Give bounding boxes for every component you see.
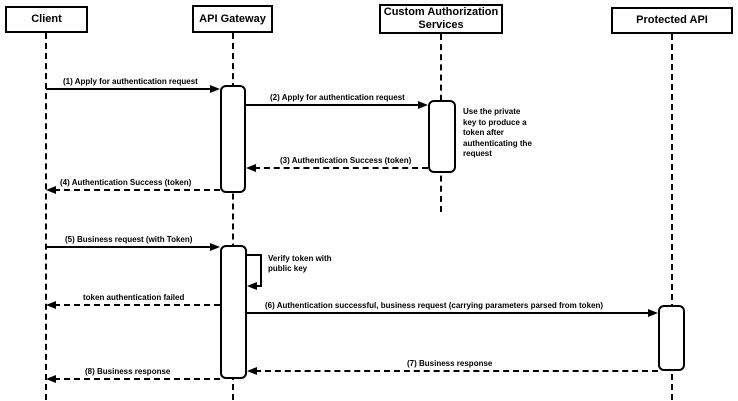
message-2-label: (2) Apply for authentication request <box>270 93 405 102</box>
message-7-arrowhead-icon <box>247 367 257 375</box>
participant-label-custom-authorization-services: Custom Authorization Services <box>383 6 499 31</box>
message-2-line <box>246 104 420 106</box>
message-3-label: (3) Authentication Success (token) <box>280 156 412 165</box>
message-4-label: (4) Authentication Success (token) <box>60 178 192 187</box>
message-5-label: (5) Business request (with Token) <box>65 235 193 244</box>
message-token-failed-arrowhead-icon <box>46 301 56 309</box>
message-token-failed-label: token authentication failed <box>83 293 185 302</box>
message-7-line <box>255 370 658 372</box>
activation-bar-api-gateway-auth <box>220 85 246 193</box>
activation-bar-protected-api <box>658 305 685 371</box>
message-4-arrowhead-icon <box>46 186 56 194</box>
self-message-bottom-line <box>255 285 262 287</box>
participant-label-protected-api: Protected API <box>636 14 708 26</box>
message-3-arrowhead-icon <box>246 164 256 172</box>
message-3-line <box>254 167 428 169</box>
message-token-failed-line <box>54 304 220 306</box>
message-5-arrowhead-icon <box>210 243 220 251</box>
self-message-label: Verify token with public key <box>268 254 332 273</box>
message-8-arrowhead-icon <box>46 375 56 383</box>
participant-box-client: Client <box>5 6 88 33</box>
message-8-line <box>54 378 220 380</box>
message-6-label: (6) Authentication successful, business … <box>265 301 604 310</box>
message-4-line <box>54 189 220 191</box>
message-8-label: (8) Business response <box>85 367 171 376</box>
message-1-label: (1) Apply for authentication request <box>63 77 198 86</box>
message-6-line <box>247 312 648 314</box>
self-message-arrowhead-icon <box>247 282 257 290</box>
message-2-arrowhead-icon <box>418 101 428 109</box>
message-1-arrowhead-icon <box>210 85 220 93</box>
message-5-line <box>46 246 210 248</box>
message-1-line <box>46 88 212 90</box>
participant-label-client: Client <box>31 13 62 25</box>
participant-box-protected-api: Protected API <box>611 7 733 34</box>
message-6-arrowhead-icon <box>648 309 658 317</box>
activation-bar-api-gateway-business <box>220 245 247 379</box>
participant-box-api-gateway: API Gateway <box>192 5 273 33</box>
participant-label-api-gateway: API Gateway <box>199 12 266 25</box>
note-private-key: Use the private key to produce a token a… <box>463 107 532 158</box>
lifeline-client <box>45 33 47 400</box>
activation-bar-custom-authorization-services <box>428 100 456 173</box>
self-message-right-line <box>260 254 262 286</box>
message-7-label: (7) Business response <box>407 359 493 368</box>
participant-box-custom-authorization-services: Custom Authorization Services <box>379 4 503 34</box>
self-message-top-line <box>247 254 262 256</box>
lifeline-api-gateway <box>232 33 234 400</box>
lifeline-protected-api <box>671 34 673 400</box>
